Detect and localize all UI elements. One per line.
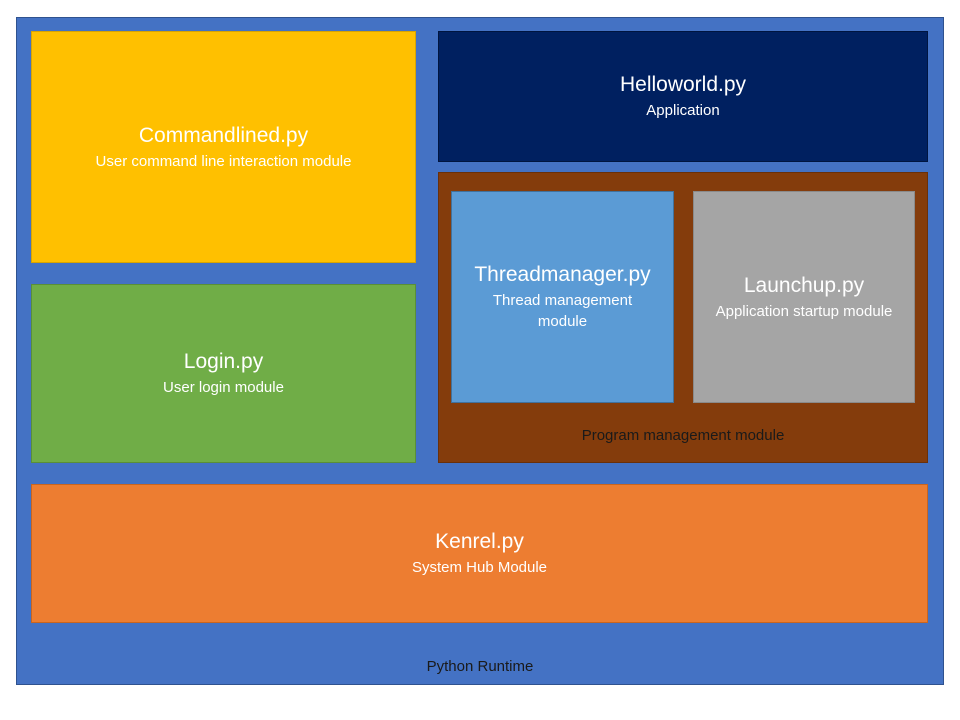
helloworld-subtitle: Application xyxy=(646,102,720,119)
kenrel-module-box: Kenrel.py System Hub Module xyxy=(31,484,928,623)
launchup-module-box: Launchup.py Application startup module xyxy=(693,191,915,403)
launchup-subtitle: Application startup module xyxy=(715,302,893,320)
login-module-box: Login.py User login module xyxy=(31,284,416,463)
login-title: Login.py xyxy=(183,350,264,373)
launchup-title: Launchup.py xyxy=(743,273,865,297)
helloworld-module-box: Helloworld.py Application xyxy=(438,31,928,162)
threadmanager-module-box: Threadmanager.py Thread management modul… xyxy=(451,191,674,403)
threadmanager-subtitle: Thread management module xyxy=(492,292,633,330)
kenrel-subtitle: System Hub Module xyxy=(411,559,548,576)
login-subtitle: User login module xyxy=(163,379,284,396)
program-management-label: Program management module xyxy=(581,427,785,444)
helloworld-title: Helloworld.py xyxy=(619,73,747,96)
commandlined-title: Commandlined.py xyxy=(138,123,309,147)
commandlined-subtitle: User command line interaction module xyxy=(95,152,352,170)
threadmanager-title: Threadmanager.py xyxy=(474,263,651,286)
commandlined-module-box: Commandlined.py User command line intera… xyxy=(31,31,416,263)
python-runtime-label: Python Runtime xyxy=(426,658,534,675)
kenrel-title: Kenrel.py xyxy=(435,530,524,553)
